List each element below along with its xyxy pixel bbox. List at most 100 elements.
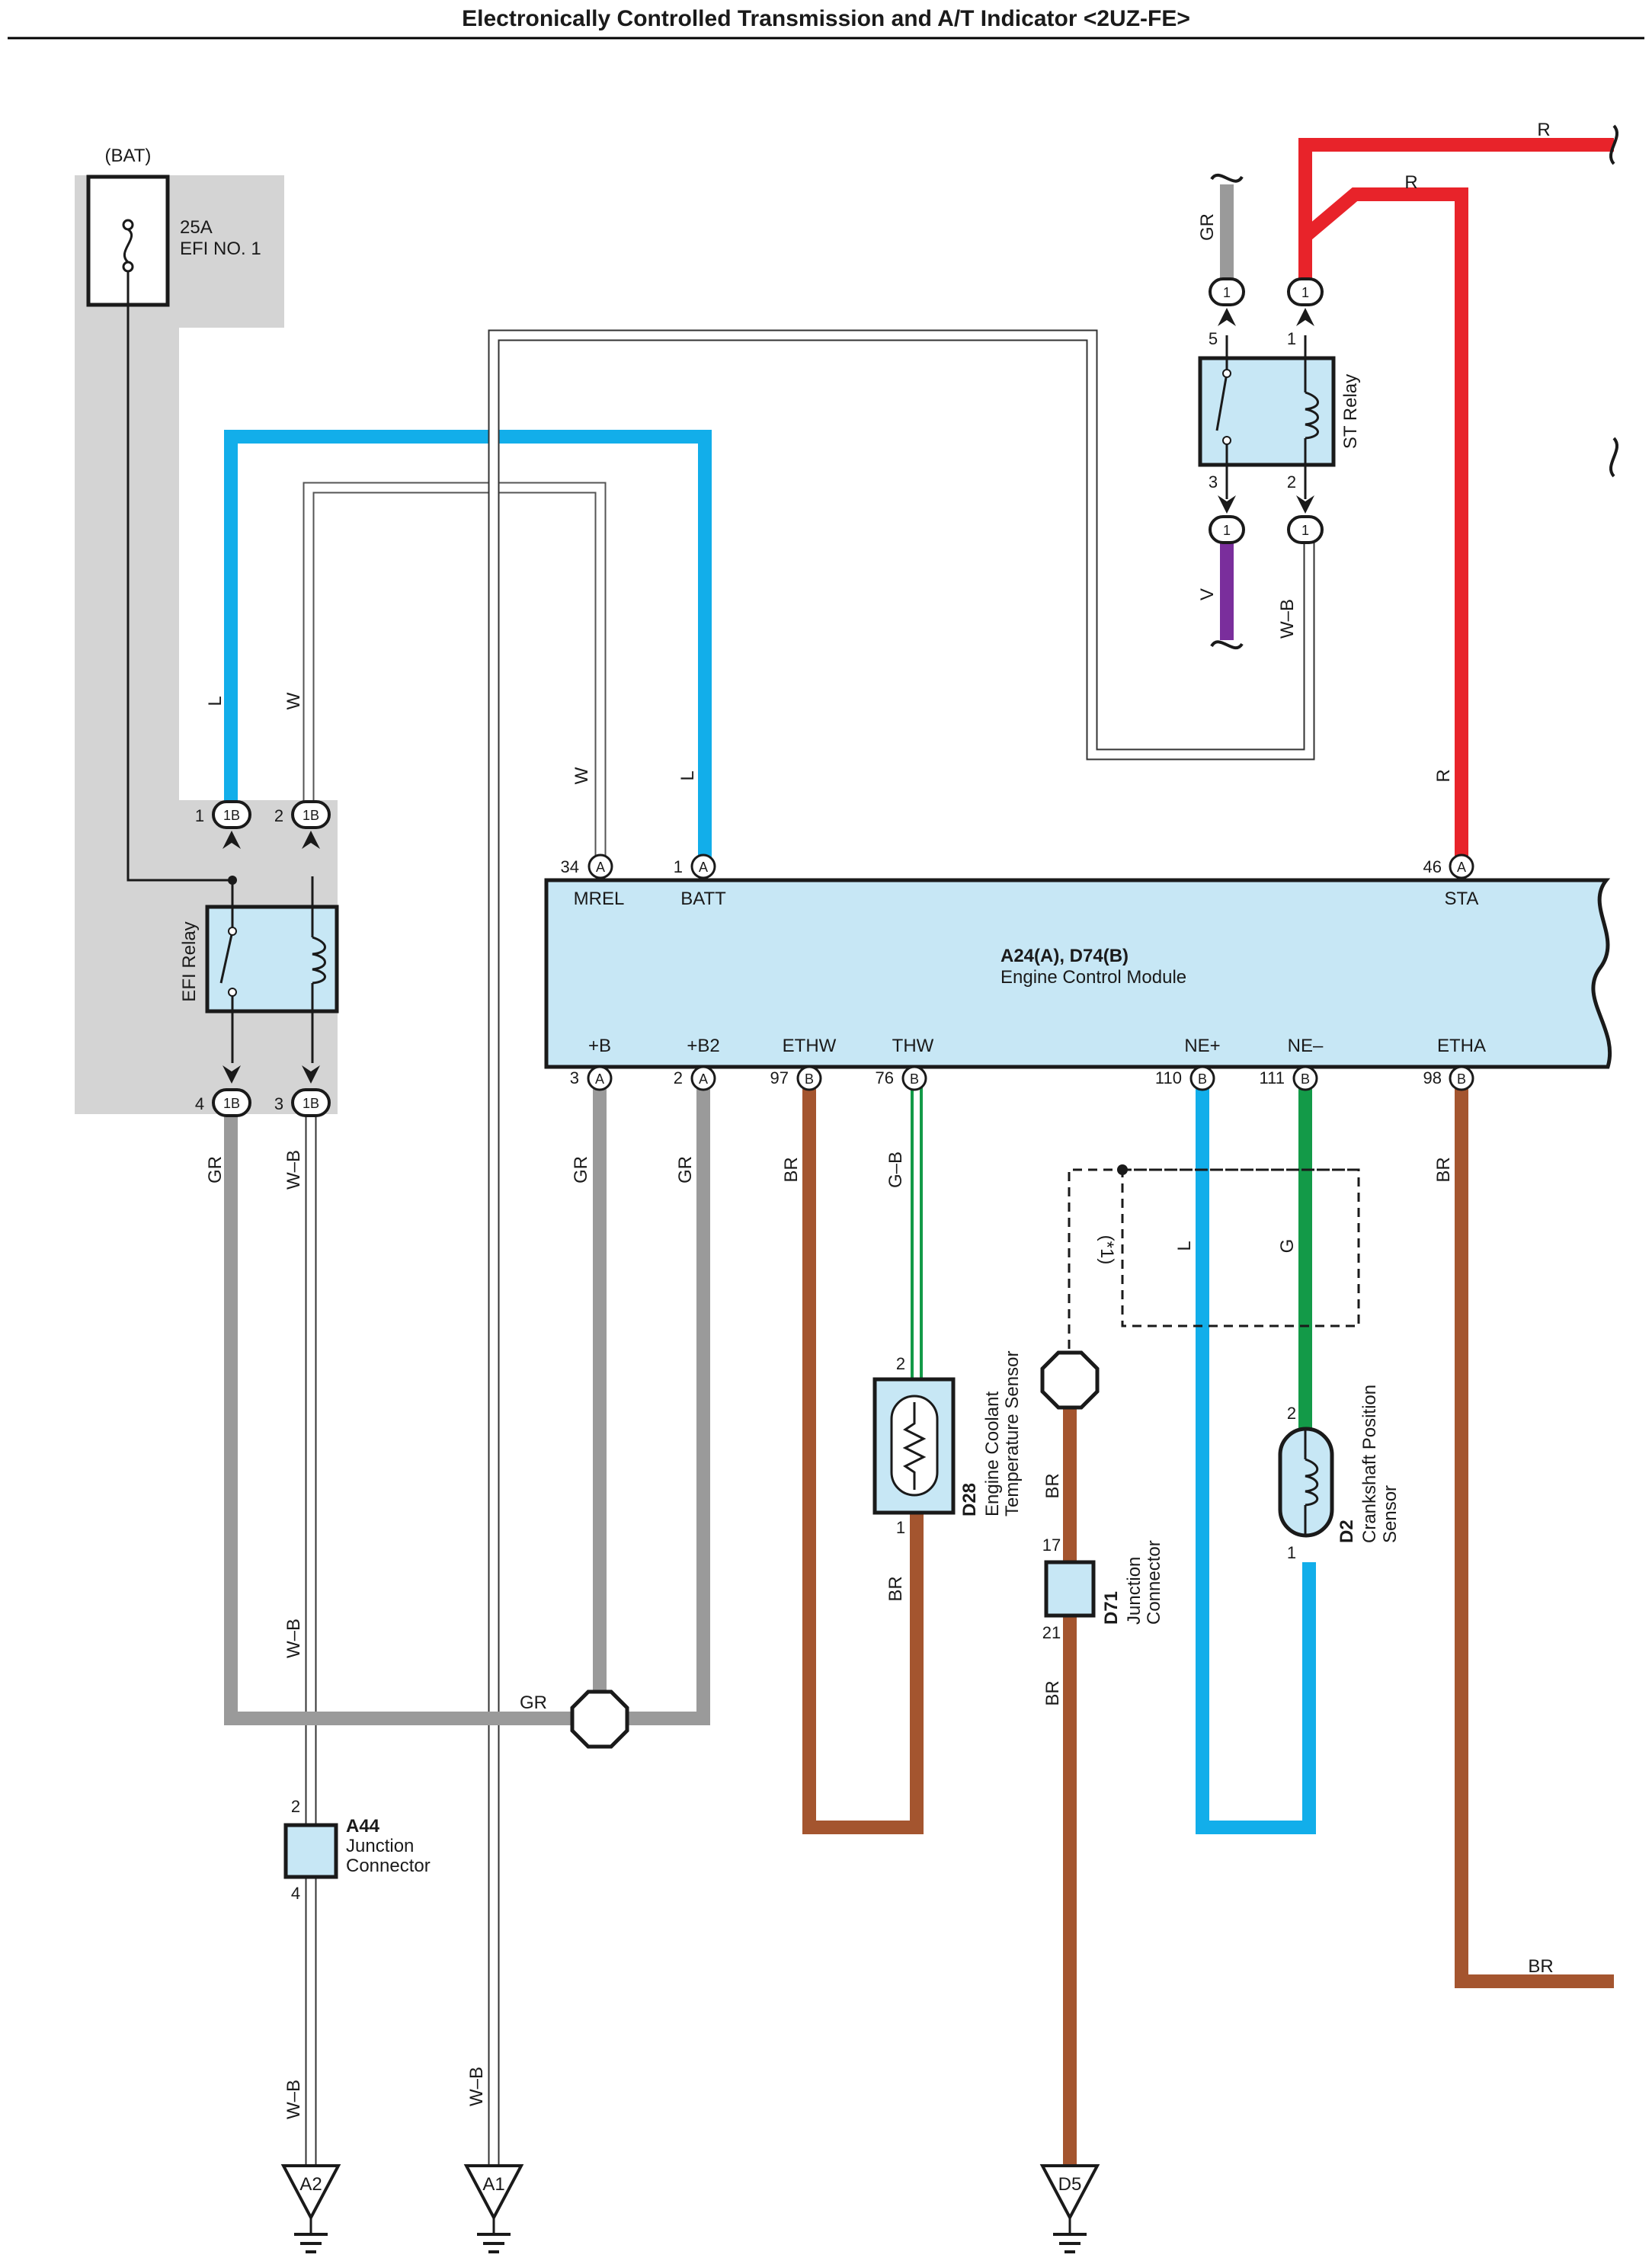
svg-text:W–B: W–B — [283, 1619, 304, 1658]
note-star1: (*1) — [1097, 1235, 1117, 1265]
a44-pin-bottom: 4 — [291, 1884, 300, 1903]
coolant-pin-bottom: 1 — [896, 1518, 905, 1537]
svg-text:B: B — [1301, 1071, 1310, 1087]
ecm-bottom-pin-thw: THW B 76 — [876, 1036, 934, 1091]
svg-text:G: G — [1277, 1239, 1298, 1254]
svg-text:4: 4 — [195, 1094, 204, 1113]
svg-text:GR: GR — [571, 1156, 591, 1183]
ecm-bottom-pin-plusB2: +B2 A 2 — [674, 1036, 720, 1091]
coolant-temp-sensor — [872, 1377, 956, 1515]
svg-text:W–B: W–B — [283, 1150, 304, 1190]
st-relay-pins: 1 5 1 1 3 1 2 1 — [1209, 277, 1324, 544]
ecm-bottom-pin-etha: ETHA B 98 — [1423, 1036, 1486, 1091]
a44-junction-connector — [283, 1823, 338, 1879]
svg-text:W: W — [571, 767, 592, 784]
wire-fuse-to-relay — [126, 271, 232, 882]
svg-text:D5: D5 — [1058, 2174, 1082, 2195]
wire-L-ne — [1196, 1078, 1316, 1834]
svg-text:L: L — [677, 770, 698, 780]
wire-GB-thw — [911, 1082, 923, 1379]
svg-text:W–B: W–B — [466, 2067, 487, 2106]
svg-text:1B: 1B — [223, 808, 240, 823]
connector-1B-pin3: 1B 3 — [274, 1065, 331, 1117]
svg-text:5: 5 — [1209, 329, 1218, 348]
a44-line2: Connector — [346, 1856, 431, 1876]
svg-text:111: 111 — [1260, 1068, 1285, 1087]
crank-pin-top: 2 — [1287, 1404, 1296, 1423]
wire-BR-etha — [1455, 1078, 1614, 1988]
svg-text:ETHW: ETHW — [783, 1036, 837, 1056]
svg-text:V: V — [1197, 588, 1218, 600]
svg-text:1: 1 — [1301, 285, 1309, 300]
ground-a1: A1 — [463, 2164, 524, 2253]
coolant-name-1: Engine Coolant — [982, 1392, 1003, 1516]
wire-GR-loop — [224, 1078, 710, 1725]
svg-text:BR: BR — [1433, 1157, 1454, 1182]
connector-1B-pin4: 1B 4 — [195, 1065, 251, 1117]
svg-text:2: 2 — [674, 1068, 683, 1087]
wire-R-top — [1298, 138, 1614, 290]
coolant-name-2: Temperature Sensor — [1002, 1351, 1023, 1516]
svg-text:A1: A1 — [482, 2174, 504, 2195]
svg-text:B: B — [1457, 1071, 1466, 1087]
ground-a2: A2 — [280, 2164, 341, 2253]
svg-text:76: 76 — [876, 1068, 894, 1087]
fuse-name: EFI NO. 1 — [180, 239, 261, 259]
coolant-pin-top: 2 — [896, 1354, 905, 1373]
svg-text:1: 1 — [1287, 329, 1296, 348]
shield-dashed — [1068, 1164, 1360, 1379]
ecm-top-pin-batt: A 1 BATT — [674, 853, 726, 909]
d71-line2: Connector — [1144, 1540, 1164, 1625]
svg-text:46: 46 — [1423, 857, 1442, 876]
svg-text:2: 2 — [274, 806, 283, 825]
wire-R-sta — [1298, 187, 1468, 865]
svg-text:1B: 1B — [223, 1096, 240, 1111]
svg-text:BR: BR — [781, 1157, 802, 1182]
ecm-top-pin-sta: A 46 STA — [1423, 853, 1478, 909]
svg-text:2: 2 — [1287, 472, 1296, 492]
svg-text:1: 1 — [1223, 285, 1231, 300]
a44-line1: Junction — [346, 1836, 414, 1856]
ground-d5: D5 — [1039, 2164, 1100, 2253]
svg-text:NE–: NE– — [1288, 1036, 1324, 1056]
fuse-rating: 25A — [180, 217, 213, 238]
svg-text:L: L — [1174, 1241, 1195, 1251]
svg-text:B: B — [910, 1071, 919, 1087]
svg-text:A: A — [699, 1071, 708, 1087]
svg-text:NE+: NE+ — [1184, 1036, 1220, 1056]
connector-1B-pin1: 1B 1 — [195, 800, 251, 849]
svg-text:1: 1 — [1301, 523, 1309, 538]
svg-text:BR: BR — [885, 1576, 906, 1601]
svg-text:98: 98 — [1423, 1068, 1442, 1087]
a44-pin-top: 2 — [291, 1797, 300, 1816]
svg-text:1: 1 — [1223, 523, 1231, 538]
svg-text:A2: A2 — [299, 2174, 322, 2195]
svg-text:B: B — [1198, 1071, 1207, 1087]
svg-text:1: 1 — [674, 857, 683, 876]
wire-W-mrel — [303, 482, 607, 865]
svg-text:3: 3 — [1209, 472, 1218, 492]
svg-text:BR: BR — [1528, 1956, 1553, 1977]
svg-text:ETHA: ETHA — [1437, 1036, 1486, 1056]
svg-text:W: W — [283, 692, 304, 709]
svg-text:+B2: +B2 — [687, 1036, 719, 1056]
svg-text:+B: +B — [588, 1036, 611, 1056]
svg-text:3: 3 — [570, 1068, 579, 1087]
st-relay — [1198, 335, 1336, 499]
a44-id: A44 — [346, 1816, 380, 1837]
gr-junction-node — [570, 1689, 629, 1749]
svg-text:W–B: W–B — [283, 2080, 304, 2119]
wire-WB-st-relay — [488, 329, 1315, 2179]
diagram-title: Electronically Controlled Transmission a… — [462, 6, 1190, 31]
st-pin-top-right: 1 1 — [1287, 277, 1324, 348]
efi-relay-label: EFI Relay — [179, 921, 200, 1001]
svg-text:BR: BR — [1042, 1680, 1063, 1705]
engine-control-module — [544, 878, 1612, 1069]
svg-text:1: 1 — [195, 806, 204, 825]
crank-pin-bottom: 1 — [1287, 1543, 1296, 1562]
svg-text:THW: THW — [892, 1036, 934, 1056]
svg-text:3: 3 — [274, 1094, 283, 1113]
svg-text:A: A — [596, 860, 605, 875]
d71-pin-top: 17 — [1042, 1536, 1061, 1555]
